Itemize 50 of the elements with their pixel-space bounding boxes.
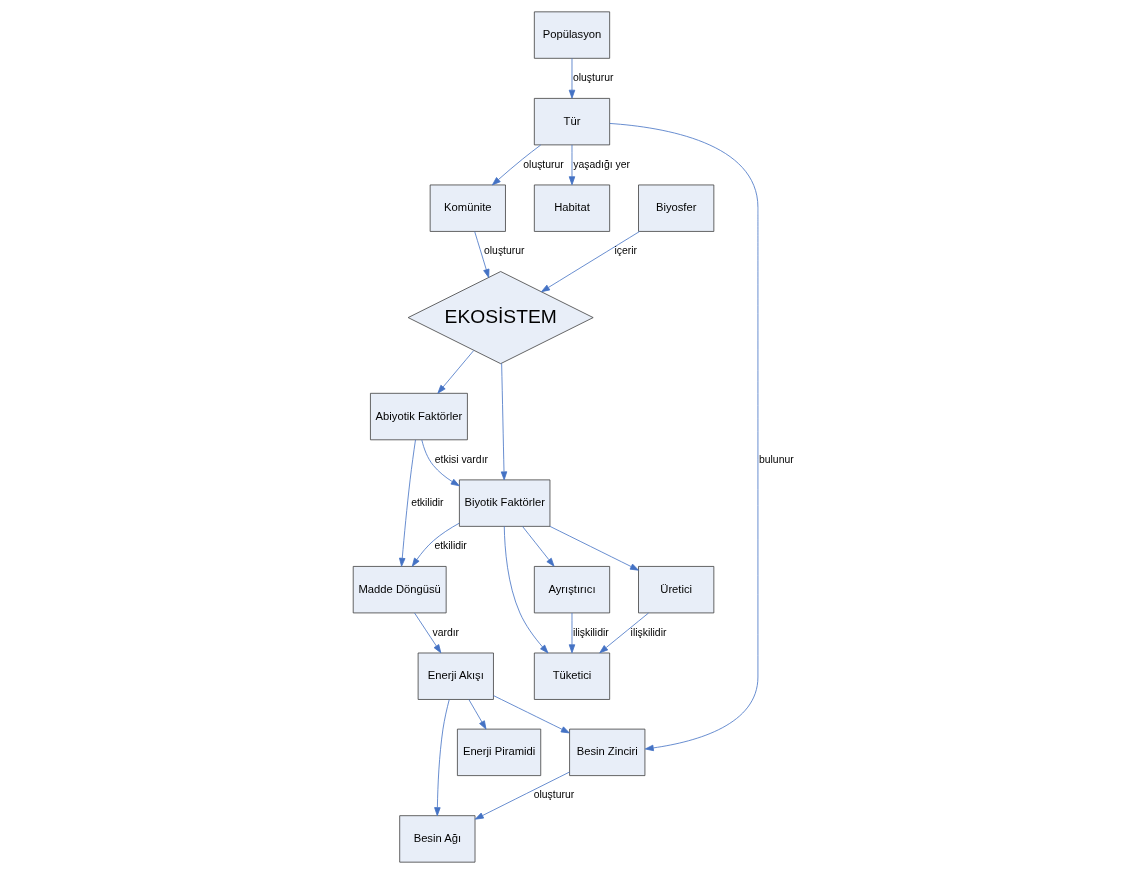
edge-label: oluşturur — [483, 245, 525, 257]
edge-label: oluşturur — [572, 72, 613, 84]
arrow — [411, 522, 460, 567]
node-box: Tüketici — [533, 652, 610, 700]
arrow — [492, 695, 570, 734]
edge-label: vardır — [431, 626, 459, 638]
edge-label: etkilidir — [433, 540, 467, 552]
edge-label: etkilidir — [410, 496, 444, 508]
arrow — [568, 58, 575, 99]
node-box: Biyotik Faktörler — [458, 479, 550, 527]
arrow — [549, 525, 639, 571]
arrow — [568, 144, 575, 186]
edge-label: ilişkilidir — [572, 626, 609, 638]
arrow — [500, 363, 507, 481]
arrow — [540, 231, 640, 293]
arrow — [568, 612, 575, 654]
node-box: Komünite — [429, 184, 506, 232]
node-box: Madde Döngüsü — [352, 566, 447, 614]
arrow — [598, 612, 649, 654]
node-box: Besin Ağı — [398, 815, 475, 863]
node-box: Biyosfer — [637, 184, 714, 232]
node-box: Abiyotik Faktörler — [369, 392, 468, 441]
node-diamond: EKOSİSTEM — [407, 271, 594, 365]
arrow — [433, 699, 450, 817]
edge-label: ilişkilidir — [630, 626, 666, 638]
node-box: Enerji Piramidi — [456, 728, 541, 776]
arrow — [491, 144, 541, 186]
arrow — [503, 526, 548, 654]
edge-label: bulunur — [758, 453, 794, 465]
arrow — [420, 439, 460, 487]
arrow — [398, 439, 416, 567]
node-box: Habitat — [533, 184, 610, 232]
arrow — [413, 612, 441, 654]
arrow — [468, 699, 486, 730]
arrow — [473, 231, 489, 278]
arrow — [437, 350, 474, 394]
edge-label: oluşturur — [533, 789, 574, 801]
edge-label: yaşadığı yer — [572, 158, 630, 170]
arrow — [474, 771, 570, 820]
arrow — [521, 526, 554, 567]
node-box: Enerji Akışı — [417, 652, 494, 700]
node-box: Üretici — [637, 566, 714, 614]
edge-label: etkisi vardır — [434, 453, 488, 465]
edge-label: oluşturur — [522, 158, 564, 170]
node-box: Tür — [533, 98, 610, 146]
edge-label: içerir — [613, 245, 637, 257]
node-box: Ayrıştırıcı — [533, 566, 610, 614]
node-box: Besin Zinciri — [568, 728, 645, 776]
arrow — [608, 123, 758, 752]
node-box: Popülasyon — [533, 11, 610, 59]
